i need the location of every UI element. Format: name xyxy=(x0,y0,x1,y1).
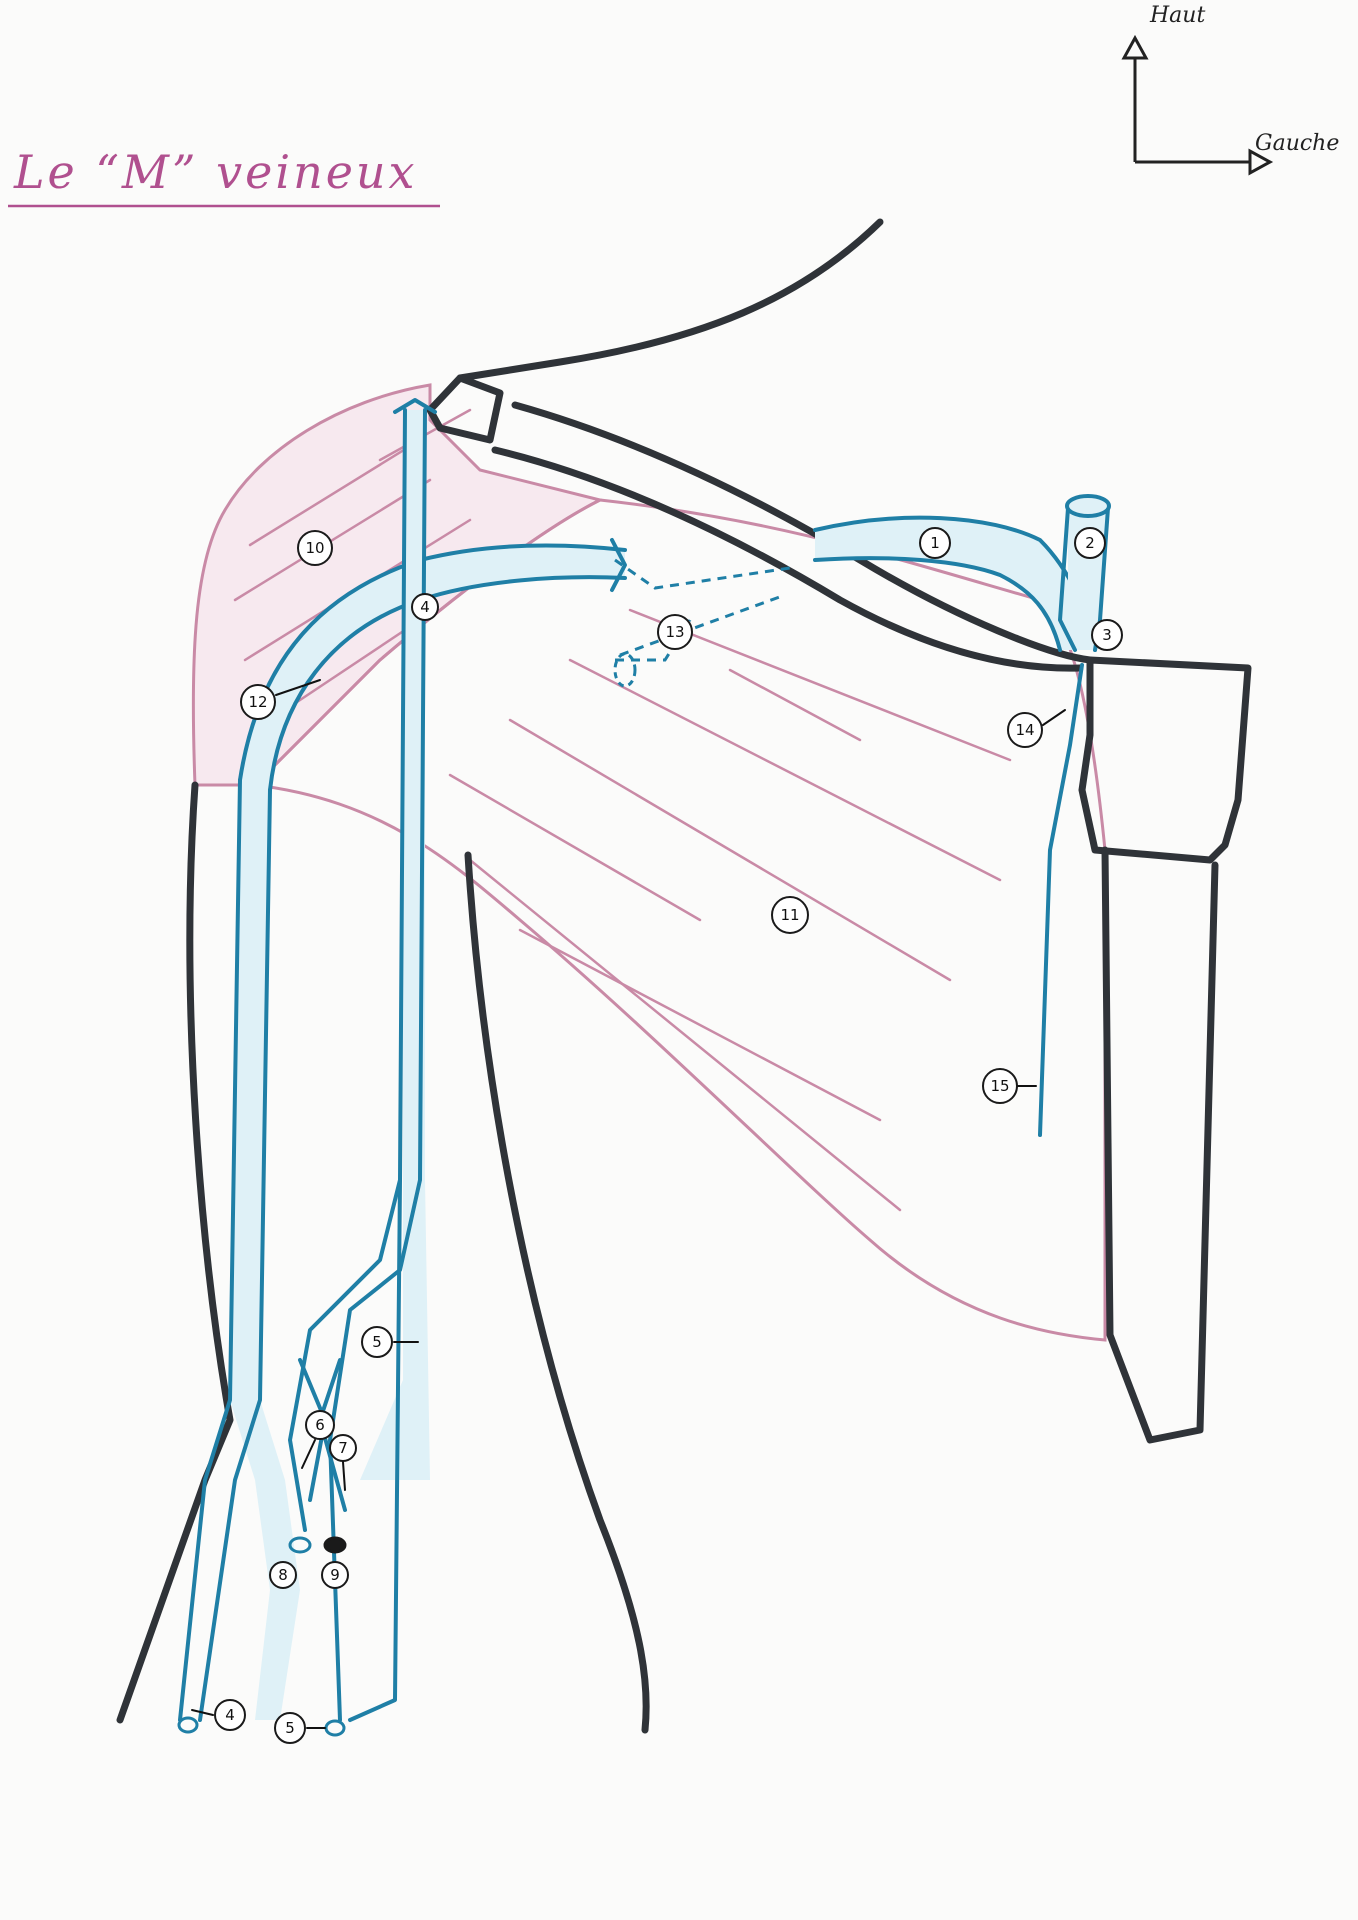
brachiocephalic-vein xyxy=(1038,663,1084,1137)
callout-5-lower-label: 5 xyxy=(285,1719,295,1737)
callout-9-label: 9 xyxy=(330,1566,340,1584)
callout-5-lower: 5 xyxy=(274,1712,326,1744)
callout-15: 15 xyxy=(982,1068,1037,1104)
callout-7-label: 7 xyxy=(338,1439,348,1457)
callout-13-label: 13 xyxy=(665,623,684,641)
clavicle-lower xyxy=(491,446,1084,672)
neck-line xyxy=(456,218,884,382)
callout-15-label: 15 xyxy=(990,1077,1009,1095)
callout-8-label: 8 xyxy=(278,1566,288,1584)
orientation-axes: Haut Gauche xyxy=(1121,3,1339,176)
arm-inner-edge xyxy=(464,851,650,1734)
callout-1-label: 1 xyxy=(930,534,940,552)
sternum-body xyxy=(1101,846,1219,1444)
up-arrow-icon xyxy=(1121,34,1149,60)
callout-3-label: 3 xyxy=(1102,626,1112,644)
callout-4-upper: 4 xyxy=(411,593,439,621)
cephalic-vein xyxy=(178,538,627,1722)
callout-12-label: 12 xyxy=(248,693,267,711)
left-arrow-icon xyxy=(1248,148,1274,176)
diagram-title: Le “M” veineux xyxy=(13,145,418,199)
callout-3: 3 xyxy=(1091,619,1123,651)
callout-7: 7 xyxy=(329,1434,357,1491)
axis-left-label: Gauche xyxy=(1255,131,1339,156)
callout-11: 11 xyxy=(771,896,809,934)
callout-2-label: 2 xyxy=(1085,534,1095,552)
arm-outer-edge xyxy=(116,781,234,1724)
callout-14: 14 xyxy=(1007,709,1066,748)
callout-10: 10 xyxy=(297,530,333,566)
callout-4-lower: 4 xyxy=(191,1699,246,1731)
callout-11-label: 11 xyxy=(780,906,799,924)
callout-10-label: 10 xyxy=(305,539,324,557)
sternum-manubrium xyxy=(1078,656,1252,864)
callout-6: 6 xyxy=(301,1410,335,1469)
acromion xyxy=(426,374,504,444)
callout-5-upper: 5 xyxy=(361,1326,419,1358)
callout-9: 9 xyxy=(321,1561,349,1589)
callout-4-upper-label: 4 xyxy=(420,598,430,616)
callout-12: 12 xyxy=(240,679,321,720)
callout-13: 13 xyxy=(657,614,693,650)
callout-8: 8 xyxy=(269,1561,297,1589)
callout-1: 1 xyxy=(919,527,951,559)
axillary-subclavian-vein xyxy=(813,515,1097,652)
dashed-deep-vein xyxy=(613,558,791,688)
callout-2: 2 xyxy=(1074,527,1106,559)
basilic-vein xyxy=(288,398,437,1722)
callout-14-label: 14 xyxy=(1015,721,1034,739)
callout-5-upper-label: 5 xyxy=(372,1333,382,1351)
callout-6-label: 6 xyxy=(315,1416,325,1434)
axis-up-label: Haut xyxy=(1149,3,1205,28)
callout-4-lower-label: 4 xyxy=(225,1706,235,1724)
